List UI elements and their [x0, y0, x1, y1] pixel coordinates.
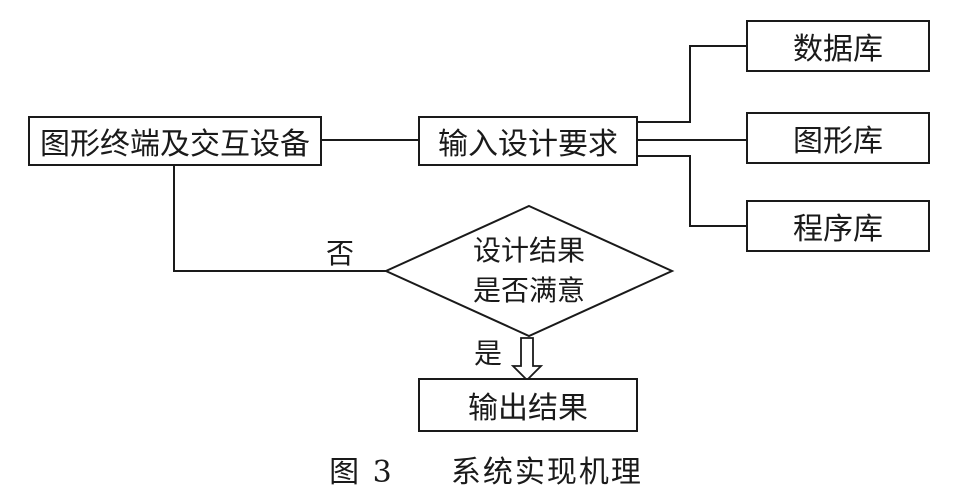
database-box: 数据库	[746, 20, 930, 72]
yes-hollow-arrow	[510, 337, 544, 382]
program-library-box: 程序库	[746, 200, 930, 252]
figure-title: 系统实现机理	[450, 455, 643, 490]
input-to-database-line	[638, 45, 746, 123]
decision-text: 设计结果 是否满意	[429, 231, 629, 311]
graphics-library-box: 图形库	[746, 112, 930, 164]
terminal-box: 图形终端及交互设备	[28, 116, 322, 166]
figure-caption: 图 3 系统实现机理	[0, 447, 972, 491]
no-label: 否	[326, 237, 355, 270]
input-requirements-box: 输入设计要求	[418, 116, 638, 166]
decision-line-2: 是否满意	[472, 274, 585, 307]
figure-number: 图 3	[329, 455, 394, 490]
decision-line-1: 设计结果	[472, 234, 585, 267]
decision-diamond	[383, 204, 675, 338]
input-to-program-line	[638, 155, 746, 227]
no-feedback-line	[173, 164, 386, 272]
output-result-box: 输出结果	[418, 378, 638, 432]
yes-label: 是	[474, 337, 503, 370]
